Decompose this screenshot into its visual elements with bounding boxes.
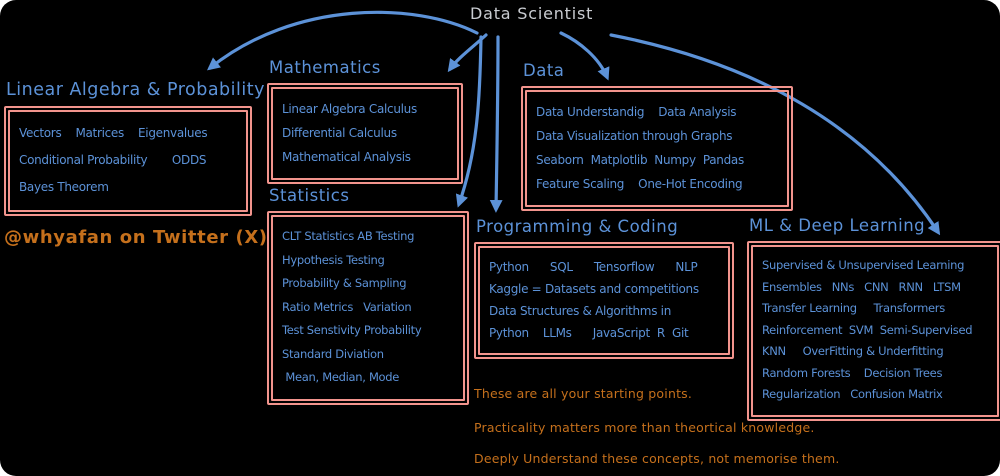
skill-line: Seaborn Matplotlib Numpy Pandas: [536, 153, 744, 167]
skill-line: Supervised & Unsupervised Learning: [762, 258, 965, 272]
skill-line: Data Visualization through Graphs: [536, 129, 733, 143]
skill-line: Reinforcement SVM Semi-Supervised: [762, 322, 973, 337]
skill-line: Hypothesis Testing: [282, 252, 385, 267]
section-heading: Data: [523, 61, 565, 80]
skill-line: Test Senstivity Probability: [282, 323, 422, 337]
skill-line: Data Understandig Data Analysis: [536, 105, 737, 119]
skill-line: Conditional Probability ODDS: [19, 153, 207, 167]
data-box: Data Understandig Data Analysis Data Vis…: [521, 86, 793, 211]
note-line: Deeply Understand these concepts, not me…: [474, 451, 840, 466]
skill-line: Regularization Confusion Matrix: [762, 387, 943, 401]
skill-line: Feature Scaling One-Hot Encoding: [536, 177, 743, 191]
skill-line: Mean, Median, Mode: [282, 370, 400, 384]
twitter-credit: @whyafan on Twitter (X): [4, 227, 268, 248]
skill-line: Kaggle = Datasets and competitions: [489, 282, 699, 296]
skill-line: CLT Statistics AB Testing: [282, 229, 415, 243]
note-line: These are all your starting points.: [474, 386, 693, 401]
skill-line: Ratio Metrics Variation: [282, 299, 412, 314]
skill-line: Python SQL Tensorflow NLP: [489, 260, 698, 274]
section-heading: ML & Deep Learning: [749, 216, 926, 235]
skill-line: Standard Diviation: [282, 346, 384, 361]
statistics-box: CLT Statistics AB Testing Hypothesis Tes…: [267, 211, 469, 405]
arrow-to-programming: [489, 35, 503, 213]
skill-line: Data Structures & Algorithms in: [489, 304, 672, 318]
section-heading: Linear Algebra & Probability: [6, 80, 265, 100]
skill-line: Ensembles NNs CNN RNN LTSM: [762, 279, 961, 294]
skill-line: Probability & Sampling: [282, 276, 407, 290]
section-data: Data Data Understandig Data Analysis Dat…: [521, 61, 793, 211]
skill-line: Random Forests Decision Trees: [762, 365, 943, 380]
skill-line: Python LLMs JavaScript R Git: [489, 326, 689, 340]
skill-line: Differential Calculus: [282, 126, 397, 140]
skill-line: Bayes Theorem: [19, 180, 109, 194]
note-line: Practicality matters more than theortica…: [474, 420, 815, 435]
programming-box: Python SQL Tensorflow NLP Kaggle = Datas…: [474, 242, 734, 359]
section-heading: Mathematics: [269, 58, 381, 77]
page-title: Data Scientist: [470, 4, 594, 23]
section-statistics: Statistics CLT Statistics AB Testing Hyp…: [267, 186, 469, 405]
skill-line: Mathematical Analysis: [282, 150, 411, 164]
section-mathematics: Mathematics Linear Algebra Calculus Diff…: [267, 58, 463, 184]
skill-line: Vectors Matrices Eigenvalues: [19, 126, 208, 140]
skill-line: Transfer Learning Transformers: [762, 301, 945, 315]
mathematics-box: Linear Algebra Calculus Differential Cal…: [267, 83, 463, 184]
section-heading: Programming & Coding: [476, 217, 679, 236]
section-ml-deep-learning: ML & Deep Learning Supervised & Unsuperv…: [747, 216, 1000, 421]
skill-line: Linear Algebra Calculus: [282, 102, 417, 116]
linear-algebra-box: Vectors Matrices Eigenvalues Conditional…: [4, 106, 252, 216]
skill-line: KNN OverFitting & Underfitting: [762, 344, 944, 358]
section-linear-algebra: Linear Algebra & Probability Vectors Mat…: [4, 80, 265, 216]
ml-deep-learning-box: Supervised & Unsupervised Learning Ensem…: [747, 241, 1000, 421]
section-heading: Statistics: [269, 186, 350, 205]
section-programming: Programming & Coding Python SQL Tensorfl…: [474, 217, 734, 359]
